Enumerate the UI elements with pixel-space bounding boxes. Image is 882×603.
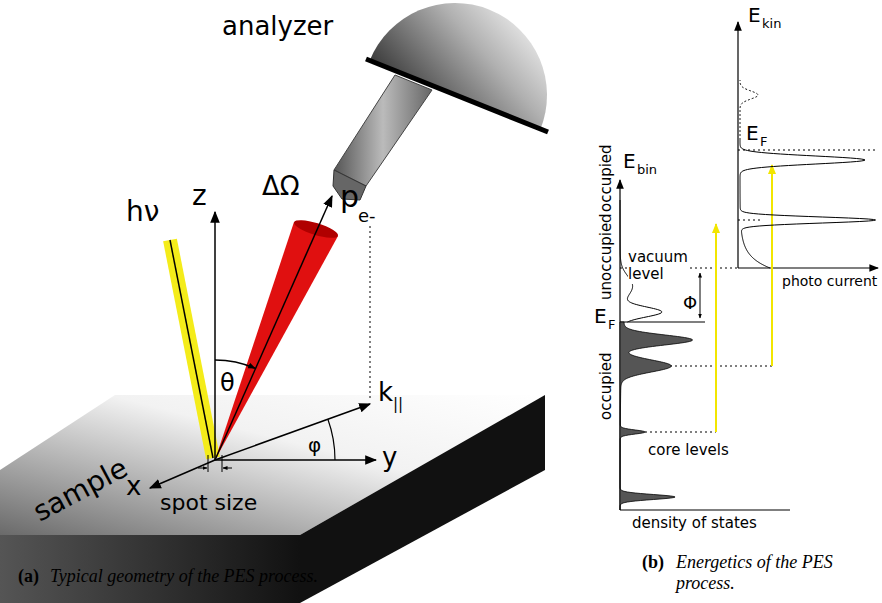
caption-text: Energetics of the PES process. [676, 552, 876, 593]
vector-label: p [340, 180, 359, 215]
subscript: e- [358, 206, 376, 227]
axis-label: z [192, 180, 207, 212]
subscript: F [760, 135, 767, 150]
axis-label: photo current [782, 273, 877, 289]
cone-label: ΔΩ [262, 172, 300, 202]
axis-label: E [623, 150, 636, 173]
dimension-label: spot size [160, 490, 257, 515]
subscript: kin [762, 17, 781, 32]
energy-axes [620, 22, 878, 510]
energy-label: E [746, 122, 759, 145]
dos-curves [620, 80, 876, 510]
angle-label: φ [308, 434, 321, 457]
sample-slab [0, 395, 545, 603]
energy-label: E [594, 305, 607, 328]
caption-tag: (b) [642, 552, 664, 573]
region-label: unoccupied [598, 213, 615, 300]
subscript: || [393, 396, 403, 413]
photo-spectrum [740, 140, 876, 268]
angle-label: θ [220, 370, 235, 398]
analyzer-symbol [333, 0, 575, 200]
vector-label: k [378, 378, 393, 408]
subscript: bin [637, 163, 657, 178]
subscript: F [608, 318, 615, 333]
axis-label: y [382, 443, 397, 473]
part-name: core levels [648, 442, 729, 459]
region-label: occupied [598, 352, 615, 420]
beam-label: hν [126, 196, 159, 228]
part-name: analyzer [222, 12, 333, 42]
region-label: occupied [598, 144, 615, 212]
caption-text: Typical geometry of the PES process. [50, 566, 318, 587]
caption-tag: (a) [18, 566, 39, 587]
occupied-dos [620, 322, 693, 510]
axis-label: density of states [632, 515, 757, 532]
geometry-lines [150, 196, 376, 488]
axis-label: E [748, 4, 761, 27]
energy-label: Φ [683, 293, 697, 314]
level-label: vacuum level [628, 249, 688, 284]
